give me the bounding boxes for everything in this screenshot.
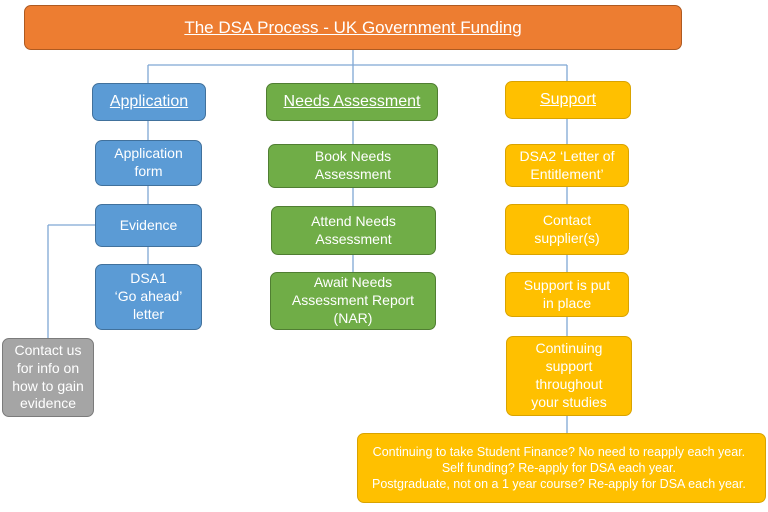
contact-us-note: Contact us for info on how to gain evide… bbox=[2, 338, 94, 417]
contact-suppliers-step: Contact supplier(s) bbox=[505, 204, 629, 255]
reapply-footnote-text: Continuing to take Student Finance? No n… bbox=[372, 445, 746, 491]
await-nar-text: Await Needs Assessment Report (NAR) bbox=[291, 274, 415, 326]
application-form-step: Application form bbox=[95, 140, 202, 186]
contact-suppliers-text: Contact supplier(s) bbox=[534, 211, 600, 246]
support-heading-text: Support bbox=[539, 90, 597, 108]
continuing-support-step: Continuing support throughout your studi… bbox=[506, 336, 632, 416]
needs-assessment-heading-text: Needs Assessment bbox=[283, 92, 421, 110]
await-nar-step: Await Needs Assessment Report (NAR) bbox=[270, 272, 436, 330]
dsa1-letter-step: DSA1 ‘Go ahead’ letter bbox=[95, 264, 202, 330]
support-heading: Support bbox=[505, 81, 631, 119]
needs-assessment-heading: Needs Assessment bbox=[266, 83, 438, 121]
support-in-place-step: Support is put in place bbox=[505, 272, 629, 317]
application-form-text: Application form bbox=[114, 145, 183, 179]
evidence-step: Evidence bbox=[95, 204, 202, 247]
reapply-footnote: Continuing to take Student Finance? No n… bbox=[357, 433, 766, 503]
contact-us-text: Contact us for info on how to gain evide… bbox=[12, 341, 84, 412]
application-heading-text: Application bbox=[109, 92, 189, 110]
attend-needs-step: Attend Needs Assessment bbox=[271, 206, 436, 255]
application-heading: Application bbox=[92, 83, 206, 121]
evidence-text: Evidence bbox=[119, 216, 178, 233]
continuing-support-text: Continuing support throughout your studi… bbox=[531, 340, 607, 410]
book-needs-text: Book Needs Assessment bbox=[314, 148, 392, 182]
support-in-place-text: Support is put in place bbox=[523, 276, 611, 311]
dsa1-letter-text: DSA1 ‘Go ahead’ letter bbox=[114, 270, 183, 322]
dsa2-letter-step: DSA2 ‘Letter of Entitlement’ bbox=[505, 144, 629, 187]
page-title-text: The DSA Process - UK Government Funding bbox=[184, 17, 522, 37]
page-title: The DSA Process - UK Government Funding bbox=[24, 5, 682, 50]
attend-needs-text: Attend Needs Assessment bbox=[311, 212, 396, 247]
dsa2-letter-text: DSA2 ‘Letter of Entitlement’ bbox=[519, 147, 615, 182]
book-needs-step: Book Needs Assessment bbox=[268, 144, 438, 188]
